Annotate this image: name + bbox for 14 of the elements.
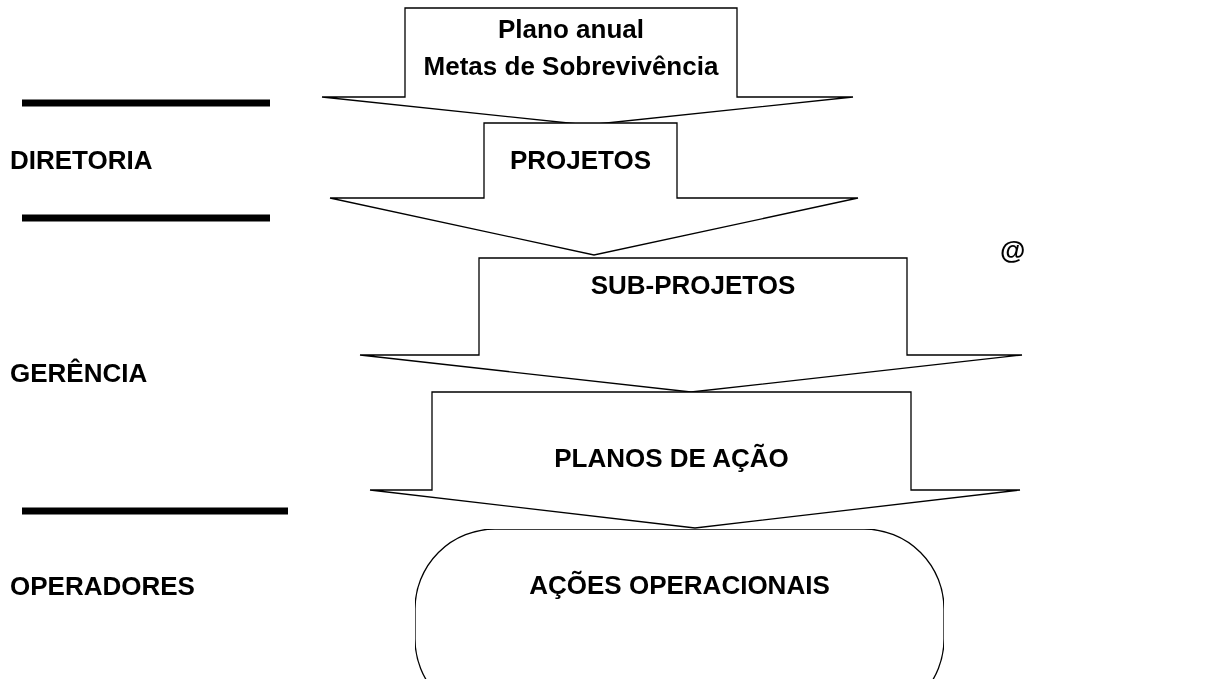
flow-step-shape	[330, 123, 858, 255]
terminal-shape	[415, 529, 944, 679]
level-label: OPERADORES	[10, 570, 195, 602]
node-label: PLANOS DE AÇÃO	[553, 442, 790, 475]
node-label: PROJETOS	[508, 144, 653, 177]
level-label: GERÊNCIA	[10, 357, 148, 389]
node-label: Plano anual	[497, 13, 645, 46]
node-label: Metas de Sobrevivência	[422, 50, 720, 83]
level-label: DIRETORIA	[10, 144, 153, 176]
symbol-label: @	[1000, 234, 1026, 266]
node-label: SUB-PROJETOS	[589, 269, 797, 302]
flow-step-shape	[322, 8, 853, 125]
node-label: AÇÕES OPERACIONAIS	[528, 569, 831, 602]
flow-step-shape	[370, 392, 1020, 528]
